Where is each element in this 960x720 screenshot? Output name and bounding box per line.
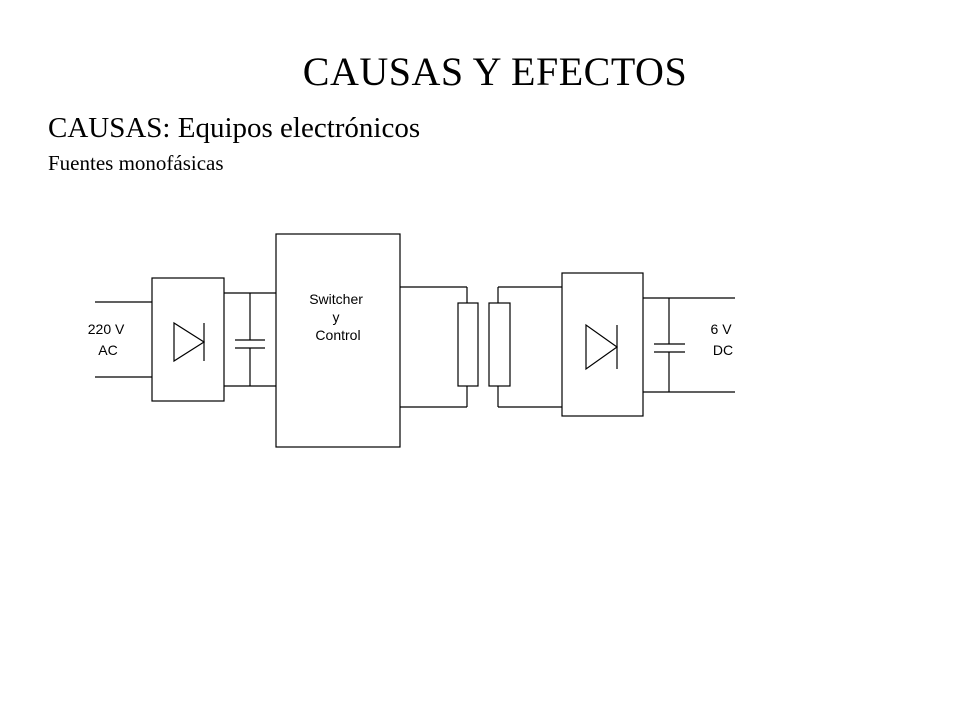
slide-title: CAUSAS Y EFECTOS [302,49,688,94]
output-capacitor-icon [654,298,685,392]
input-diode-icon [173,321,206,363]
transformer-secondary-winding [488,302,511,387]
input-capacitor-icon [235,293,265,386]
output-voltage-label: 6 V DC [711,321,736,358]
switcher-label: Switcher y Control [309,291,367,343]
transformer-primary-winding [457,302,479,387]
input-voltage-label: 220 V AC [88,321,128,358]
slide-subtitle: CAUSAS: Equipos electrónicos [48,112,421,144]
slide-subsubtitle: Fuentes monofásicas [48,151,224,175]
output-diode-icon [585,323,619,371]
switcher-control-block [275,233,401,448]
